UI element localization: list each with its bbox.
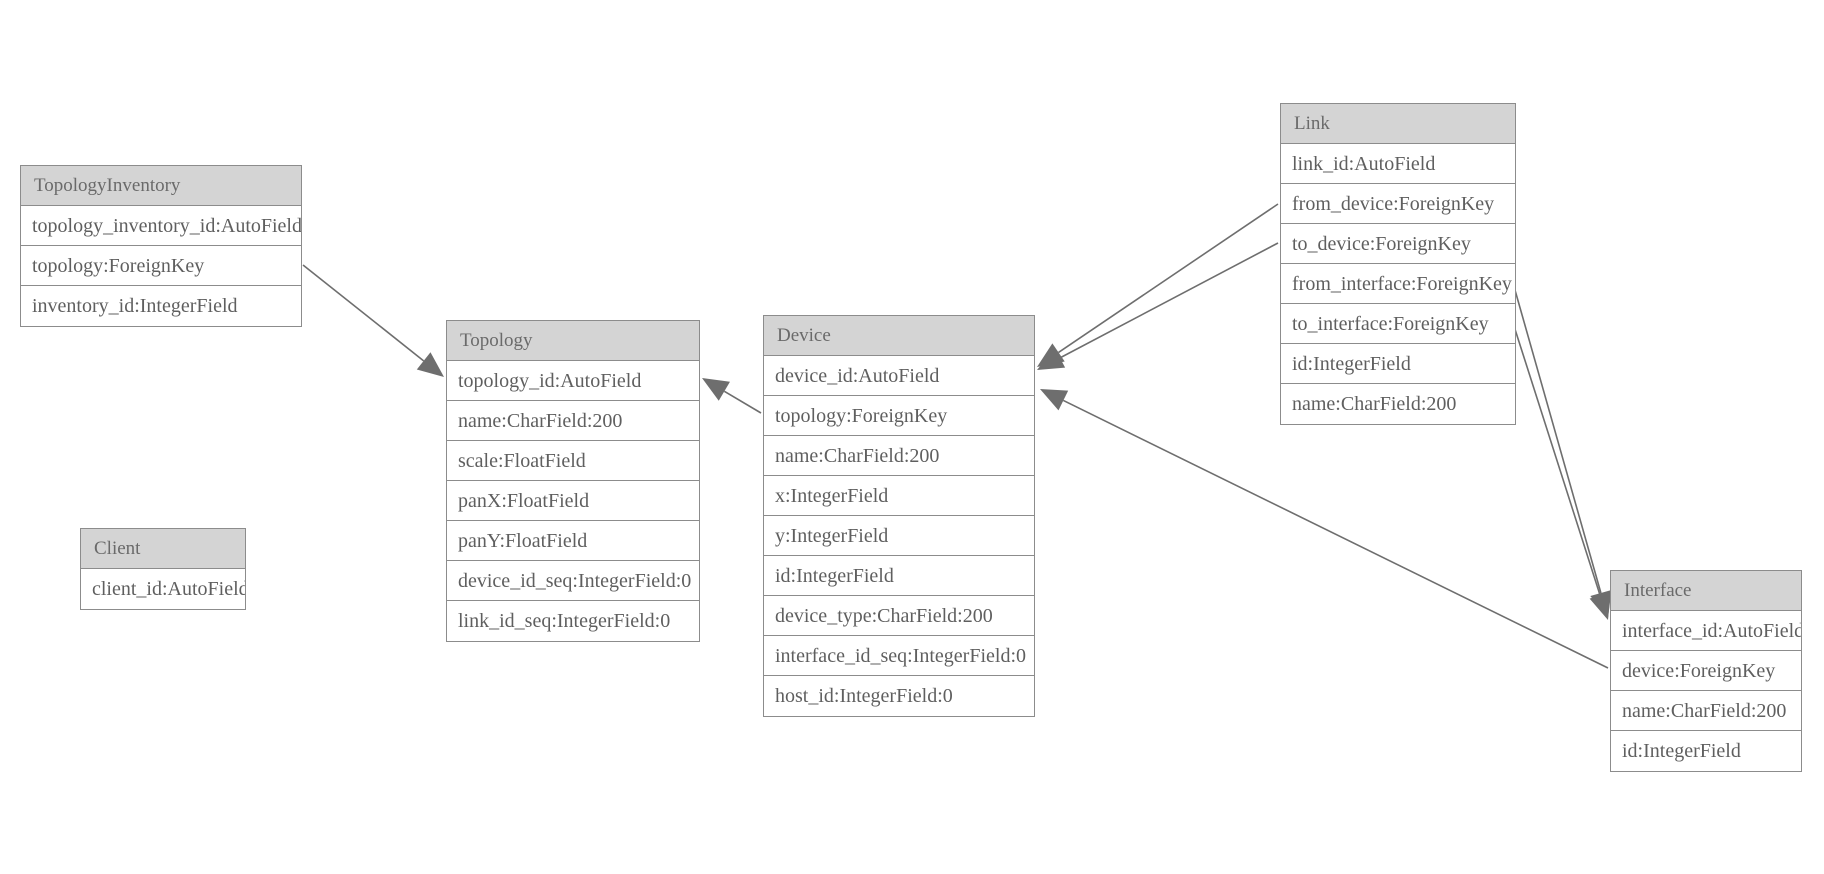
- relationship-device-topology: [702, 378, 762, 414]
- entity-attribute-row: device_id_seq:IntegerField:0: [447, 561, 699, 601]
- entity-attribute-row: name:CharField:200: [447, 401, 699, 441]
- entity-title-topology: Topology: [447, 321, 699, 361]
- entity-attribute-row: panY:FloatField: [447, 521, 699, 561]
- relationship-topologyinventory-topology: [302, 264, 444, 377]
- entity-attribute-row: topology:ForeignKey: [764, 396, 1034, 436]
- entity-title-client: Client: [81, 529, 245, 569]
- relationship-link-to-device: [1037, 242, 1279, 370]
- entity-title-topology_inventory: TopologyInventory: [21, 166, 301, 206]
- entity-attribute-row: link_id:AutoField: [1281, 144, 1515, 184]
- entity-attribute-row: name:CharField:200: [764, 436, 1034, 476]
- relationship-arrowhead: [1589, 591, 1611, 620]
- entity-title-interface: Interface: [1611, 571, 1801, 611]
- entity-attribute-row: name:CharField:200: [1611, 691, 1801, 731]
- entity-attribute-row: id:IntegerField: [1611, 731, 1801, 771]
- entity-attribute-row: host_id:IntegerField:0: [764, 676, 1034, 716]
- relationship-line: [302, 264, 425, 362]
- relationship-link-from-device: [1037, 203, 1279, 367]
- entity-attribute-row: to_interface:ForeignKey: [1281, 304, 1515, 344]
- entity-attribute-row: scale:FloatField: [447, 441, 699, 481]
- entity-attribute-row: from_interface:ForeignKey: [1281, 264, 1515, 304]
- entity-attribute-row: name:CharField:200: [1281, 384, 1515, 424]
- relationship-line: [723, 390, 762, 414]
- entity-attribute-row: topology:ForeignKey: [21, 246, 301, 286]
- entity-attribute-row: topology_inventory_id:AutoField: [21, 206, 301, 246]
- entity-attribute-row: device_id:AutoField: [764, 356, 1034, 396]
- entity-attribute-row: panX:FloatField: [447, 481, 699, 521]
- relationship-line: [1059, 242, 1279, 359]
- entity-attribute-row: inventory_id:IntegerField: [21, 286, 301, 326]
- entity-attribute-row: from_device:ForeignKey: [1281, 184, 1515, 224]
- entity-attribute-row: link_id_seq:IntegerField:0: [447, 601, 699, 641]
- entity-attribute-row: device_type:CharField:200: [764, 596, 1034, 636]
- entity-title-device: Device: [764, 316, 1034, 356]
- relationship-interface-device: [1040, 389, 1609, 669]
- relationship-line: [1058, 203, 1279, 354]
- entity-attribute-row: client_id:AutoField: [81, 569, 245, 609]
- entity-attribute-row: to_device:ForeignKey: [1281, 224, 1515, 264]
- relationship-link-from-interface: [1512, 282, 1612, 618]
- entity-attribute-row: topology_id:AutoField: [447, 361, 699, 401]
- relationship-line: [1512, 282, 1602, 594]
- entity-attribute-row: interface_id_seq:IntegerField:0: [764, 636, 1034, 676]
- relationship-arrowhead: [1590, 589, 1612, 618]
- relationship-line: [1062, 399, 1609, 669]
- relationship-arrowhead: [1037, 343, 1065, 367]
- entity-title-link: Link: [1281, 104, 1515, 144]
- relationship-arrowhead: [1040, 389, 1069, 411]
- entity-attribute-row: device:ForeignKey: [1611, 651, 1801, 691]
- relationship-arrowhead: [702, 378, 730, 401]
- entity-attribute-row: interface_id:AutoField: [1611, 611, 1801, 651]
- relationship-link-to-interface: [1512, 322, 1611, 620]
- relationship-arrowhead: [416, 352, 444, 377]
- entity-attribute-row: y:IntegerField: [764, 516, 1034, 556]
- entity-attribute-row: id:IntegerField: [1281, 344, 1515, 384]
- entity-attribute-row: x:IntegerField: [764, 476, 1034, 516]
- relationship-arrowhead: [1037, 348, 1066, 370]
- relationship-line: [1512, 322, 1601, 596]
- entity-attribute-row: id:IntegerField: [764, 556, 1034, 596]
